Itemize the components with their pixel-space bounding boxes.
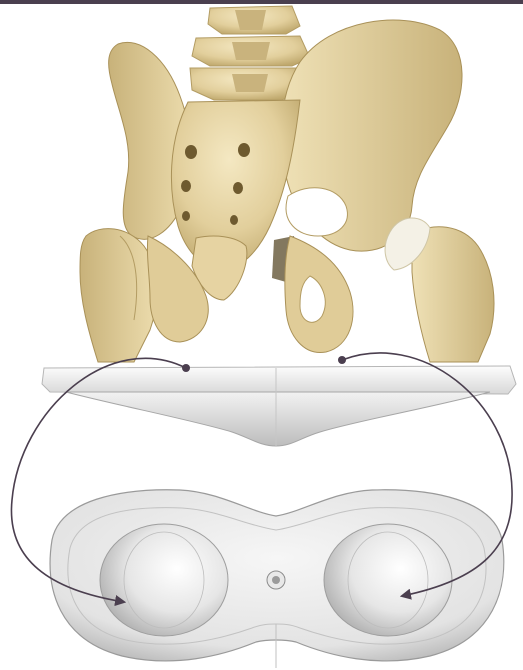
right-seat-well: [324, 524, 452, 636]
pelvis: [80, 6, 494, 362]
right-arrow-origin-dot: [338, 356, 346, 364]
left-arrow-origin-dot: [182, 364, 190, 372]
cushion-top-plate: [42, 366, 516, 394]
left-femur: [80, 229, 157, 362]
cushion-front-profile: [66, 392, 490, 446]
right-obturator-foramen: [286, 188, 347, 236]
cushion: [42, 366, 516, 668]
left-seat-well: [100, 524, 228, 636]
